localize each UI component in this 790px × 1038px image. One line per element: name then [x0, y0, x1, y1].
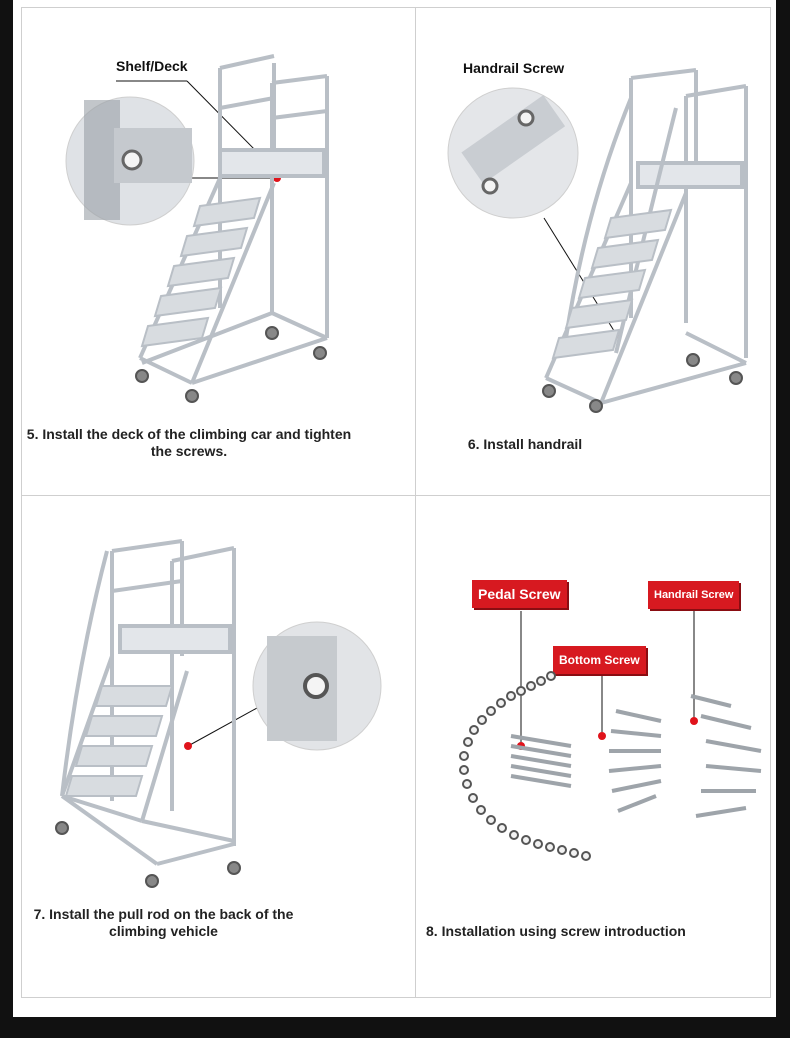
screws-illustration	[459, 611, 762, 861]
panel-screw-introduction: Pedal Screw Bottom Screw Handrail Screw	[416, 496, 770, 997]
step-5-caption-line2: the screws.	[150, 443, 228, 459]
bottom-screw-tag: Bottom Screw	[553, 646, 646, 674]
step-5-caption: 5. Install the deck of the climbing car …	[22, 426, 356, 460]
handrail-screw-label: Handrail Screw	[463, 60, 565, 76]
panel-install-handrail: Handrail Screw	[416, 8, 770, 495]
panel-install-deck: Shelf/Deck	[22, 8, 415, 495]
step-6-caption: 6. Install handrail	[460, 436, 590, 453]
ladder-illustration-handrail	[447, 68, 748, 413]
shelf-deck-label: Shelf/Deck	[116, 58, 188, 74]
step-8-caption-line1: 8. Installation using screw introduction	[426, 923, 686, 939]
grid-divider-horizontal	[22, 495, 770, 496]
panel-install-pull-rod: 7. Install the pull rod on the back of t…	[22, 496, 415, 997]
step-5-caption-line1: 5. Install the deck of the climbing car …	[26, 426, 352, 442]
pedal-screw-tag: Pedal Screw	[472, 580, 567, 608]
step-8-caption: 8. Installation using screw introduction	[426, 923, 716, 940]
instruction-sheet: Shelf/Deck	[13, 0, 776, 1017]
step-7-caption: 7. Install the pull rod on the back of t…	[22, 906, 305, 940]
ladder-illustration-pull-rod	[55, 539, 382, 888]
ladder-illustration-deck	[65, 54, 329, 403]
step-7-caption-line2: climbing vehicle	[109, 923, 218, 939]
panel-grid: Shelf/Deck	[21, 7, 771, 998]
step-7-caption-line1: 7. Install the pull rod on the back of t…	[33, 906, 294, 922]
grid-divider-vertical	[415, 8, 416, 997]
handrail-screw-tag: Handrail Screw	[648, 581, 740, 609]
step-6-caption-line1: 6. Install handrail	[467, 436, 583, 452]
